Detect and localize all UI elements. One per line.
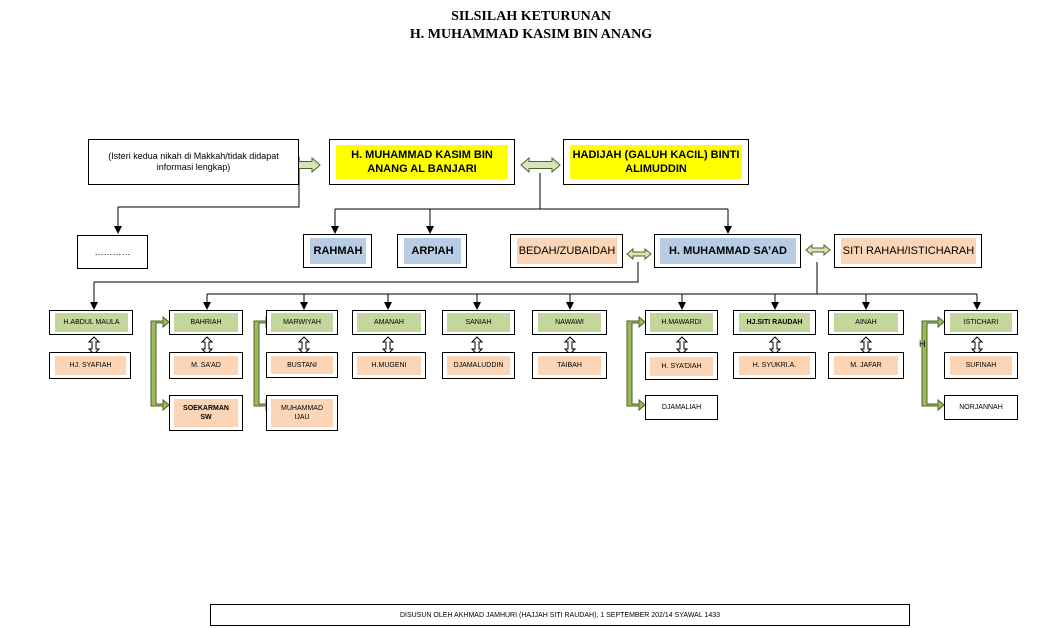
mawardi-name: H.MAWARDI (650, 313, 713, 332)
marriage-arrow-second-wife (520, 156, 561, 174)
taibah-box: TAIBAH (532, 352, 607, 379)
bahriah-name: BAHRIAH (174, 313, 238, 332)
mawardi-box: H.MAWARDI (645, 310, 718, 335)
muhammad-ijau-name: MUHAMMAD IJAU (271, 399, 333, 427)
istichari-name: ISTICHARI (950, 313, 1012, 332)
amanah-box: AMANAH (352, 310, 426, 335)
amanah-name: AMANAH (357, 313, 421, 332)
marwiyah-box: MARWIYAH (266, 310, 338, 335)
norjannah-name: NORJANNAH (959, 404, 1003, 411)
rahmah-name: RAHMAH (310, 238, 366, 264)
m-saad-name: M. SA’AD (174, 356, 238, 375)
footer-credit: DISUSUN OLEH AKHMAD JAMHURI (HAJJAH SITI… (210, 604, 910, 626)
soekarman-name: SOEKARMAN SW (174, 399, 238, 427)
soekarman-box: SOEKARMAN SW (169, 395, 243, 431)
loose-h-mark: H (919, 339, 926, 349)
jafar-box: M. JAFAR (828, 352, 904, 379)
rahmah-box: RAHMAH (303, 234, 372, 268)
ainah-box: AINAH (828, 310, 904, 335)
saniah-name: SANIAH (447, 313, 510, 332)
sufinah-box: SUFINAH (944, 352, 1018, 379)
taibah-name: TAIBAH (538, 356, 601, 375)
marriage-arrow-bedah (626, 247, 652, 261)
bustani-box: BUSTANI (266, 352, 338, 378)
istichari-box: ISTICHARI (944, 310, 1018, 335)
first-wife-note: (Isteri kedua nikah di Makkah/tidak dida… (108, 151, 279, 172)
djamaliah-name: DJAMALIAH (661, 404, 702, 411)
djamaliah-box: DJAMALIAH (645, 395, 718, 420)
bracket-arrows (150, 315, 945, 412)
syafiah-box: HJ. SYAFIAH (49, 352, 131, 379)
second-wife-box: HADIJAH (GALUH KACIL) BINTI ALIMUDDIN (563, 139, 749, 185)
norjannah-box: NORJANNAH (944, 395, 1018, 420)
abdul-maula-name: H.ABDUL MAULA (55, 313, 128, 332)
mugeni-box: H.MUGENI (352, 352, 426, 379)
nawawi-name: NAWAWI (538, 313, 601, 332)
unknown-child-box: ………… (77, 235, 148, 269)
bustani-name: BUSTANI (271, 356, 333, 374)
djamaluddin-name: DJAMALUDDIN (447, 356, 510, 375)
djamaluddin-box: DJAMALUDDIN (442, 352, 515, 379)
abdul-maula-box: H.ABDUL MAULA (49, 310, 133, 335)
patriarch-box: H. MUHAMMAD KASIM BIN ANANG AL BANJARI (329, 139, 515, 185)
arpiah-box: ARPIAH (397, 234, 467, 268)
ainah-name: AINAH (834, 313, 898, 332)
bahriah-box: BAHRIAH (169, 310, 243, 335)
siti-raudah-box: HJ.SITI RAUDAH (733, 310, 816, 335)
syukri-box: H. SYUKRI.A. (733, 352, 816, 379)
siti-rahah-box: SITI RAHAH/ISTICHARAH (834, 234, 982, 268)
arpiah-name: ARPIAH (404, 238, 461, 264)
marriage-arrow-siti-rahah (805, 243, 831, 257)
m-saad-box: M. SA’AD (169, 352, 243, 379)
siti-rahah-name: SITI RAHAH/ISTICHARAH (841, 238, 976, 264)
syadiah-name: H. SYA’DIAH (650, 357, 713, 376)
second-wife-name: HADIJAH (GALUH KACIL) BINTI ALIMUDDIN (570, 145, 742, 179)
chart-title-line2: H. MUHAMMAD KASIM BIN ANANG (409, 27, 653, 42)
marwiyah-name: MARWIYAH (271, 313, 333, 332)
saad-name: H. MUHAMMAD SA’AD (660, 238, 796, 264)
syadiah-box: H. SYA’DIAH (645, 352, 718, 380)
first-wife-box: (Isteri kedua nikah di Makkah/tidak dida… (88, 139, 299, 185)
sufinah-name: SUFINAH (950, 356, 1012, 375)
saniah-box: SANIAH (442, 310, 515, 335)
nawawi-box: NAWAWI (532, 310, 607, 335)
saad-box: H. MUHAMMAD SA’AD (654, 234, 801, 268)
syafiah-name: HJ. SYAFIAH (55, 356, 126, 375)
line-first-wife-child (114, 157, 300, 234)
jafar-name: M. JAFAR (834, 356, 898, 375)
line-gen2-left-bar (94, 262, 639, 283)
syukri-name: H. SYUKRI.A. (739, 356, 810, 375)
bedah-box: BEDAH/ZUBAIDAH (510, 234, 623, 268)
siti-raudah-name: HJ.SITI RAUDAH (739, 313, 810, 332)
patriarch-name: H. MUHAMMAD KASIM BIN ANANG AL BANJARI (336, 145, 508, 179)
muhammad-ijau-box: MUHAMMAD IJAU (266, 395, 338, 431)
chart-title-line1: SILSILAH KETURUNAN (451, 9, 611, 24)
unknown-child-name: ………… (94, 246, 131, 257)
bedah-name: BEDAH/ZUBAIDAH (517, 238, 617, 264)
mugeni-name: H.MUGENI (357, 356, 421, 375)
